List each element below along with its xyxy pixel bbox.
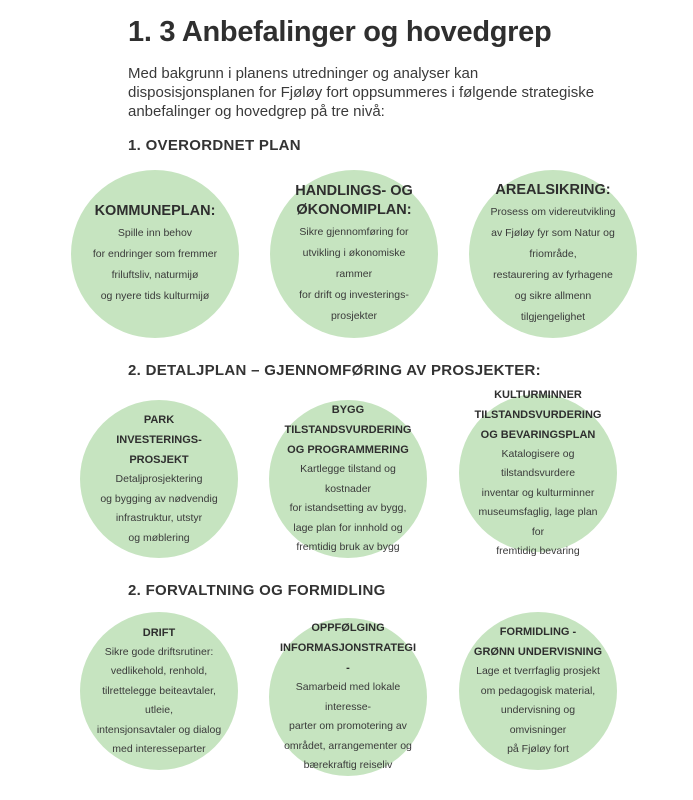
section-title-overordnet-plan: 1. OVERORDNET PLAN — [128, 137, 301, 154]
section-title-forvaltning-og-formidling: 2. FORVALTNING OG FORMIDLING — [128, 582, 386, 599]
circle-handlings-og-okonomiplan: HANDLINGS- OG ØKONOMIPLAN: Sikre gjennom… — [270, 170, 438, 338]
circle-text: Lage et tverrfaglig prosjekt om pedagogi… — [476, 665, 600, 756]
circle-kommuneplan: KOMMUNEPLAN: Spille inn behov for endrin… — [71, 170, 239, 338]
circle-arealsikring: AREALSIKRING: Prosess om videreutvikling… — [469, 170, 637, 338]
circle-text: Spille inn behov for endringer som fremm… — [92, 226, 218, 302]
circle-heading: PARK INVESTERINGS- PROSJEKT — [116, 414, 202, 466]
circle-text: Samarbeid med lokale interesse- parter o… — [284, 681, 412, 772]
circle-heading: KULTURMINNER TILSTANDSVURDERING OG BEVAR… — [474, 388, 602, 441]
circle-park-investeringsprosjekt: PARK INVESTERINGS- PROSJEKT Detaljprosje… — [80, 400, 238, 558]
circle-text: Detaljprosjektering og bygging av nødven… — [100, 473, 218, 544]
circle-heading: DRIFT — [142, 626, 176, 639]
circle-text: Sikre gjennomføring for utvikling i økon… — [299, 225, 409, 322]
intro-paragraph: Med bakgrunn i planens utredninger og an… — [128, 65, 595, 120]
circle-text: Katalogisere og tilstandsvurdere inventa… — [478, 447, 598, 558]
circle-text: Kartlegge tilstand og kostnader for ista… — [289, 463, 407, 554]
circle-text: Sikre gode driftsrutiner: vedlikehold, r… — [96, 645, 222, 756]
circle-heading: KOMMUNEPLAN: — [94, 202, 216, 219]
circle-heading: OPPFØLGING INFORMASJONSTRATEGI - — [279, 622, 417, 675]
circle-bygg-tilstandsvurdering: BYGG TILSTANDSVURDERING OG PROGRAMMERING… — [269, 400, 427, 558]
circle-oppfolging-informasjonstrategi: OPPFØLGING INFORMASJONSTRATEGI - Samarbe… — [269, 618, 427, 776]
circle-heading: FORMIDLING - GRØNN UNDERVISNING — [473, 626, 603, 659]
circle-heading: BYGG TILSTANDSVURDERING OG PROGRAMMERING — [284, 404, 412, 457]
section-title-detaljplan: 2. DETALJPLAN – GJENNOMFØRING AV PROSJEK… — [128, 362, 541, 379]
circle-text: Prosess om videreutvikling av Fjøløy fyr… — [490, 205, 616, 323]
circle-drift: DRIFT Sikre gode driftsrutiner: vedlikeh… — [80, 612, 238, 770]
circle-formidling-gronn-undervisning: FORMIDLING - GRØNN UNDERVISNING Lage et … — [459, 612, 617, 770]
circle-heading: HANDLINGS- OG ØKONOMIPLAN: — [295, 182, 413, 218]
circle-kulturminner-bevaringsplan: KULTURMINNER TILSTANDSVURDERING OG BEVAR… — [459, 389, 617, 557]
page-title: 1. 3 Anbefalinger og hovedgrep — [128, 16, 552, 48]
circle-heading: AREALSIKRING: — [495, 181, 611, 198]
